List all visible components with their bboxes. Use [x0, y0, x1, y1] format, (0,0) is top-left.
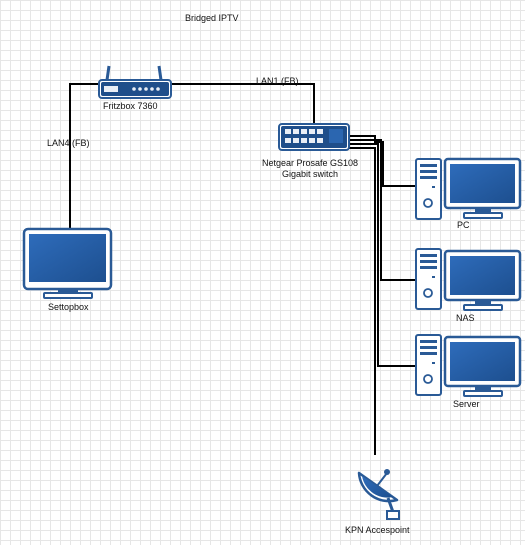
link-switch-pc [348, 135, 415, 187]
switch-icon[interactable] [278, 123, 350, 151]
router-label: Fritzbox 7360 [103, 101, 158, 111]
server-tower-icon[interactable] [415, 334, 442, 396]
link-switch-nas [348, 139, 415, 281]
pc-label: PC [457, 220, 470, 230]
nas-tower-icon[interactable] [415, 248, 442, 310]
link-switch-accesspoint [348, 147, 376, 455]
satellite-dish-icon[interactable] [357, 469, 400, 520]
settopbox-label: Settopbox [48, 302, 89, 312]
pc-monitor-icon[interactable] [443, 157, 522, 219]
server-monitor-icon[interactable] [443, 335, 522, 397]
link-lan4-label: LAN4 (FB) [47, 138, 90, 148]
router-icon[interactable] [98, 65, 172, 99]
link-switch-server [348, 143, 415, 367]
diagram-title: Bridged IPTV [185, 13, 239, 23]
switch-label-line-1: Netgear Prosafe GS108 [262, 158, 359, 168]
nas-label: NAS [456, 313, 475, 323]
link-lan1-label: LAN1 (FB) [256, 76, 299, 86]
link-router-switch [170, 83, 315, 124]
switch-label: Netgear Prosafe GS108 Gigabit switch [262, 158, 358, 180]
server-label: Server [453, 399, 480, 409]
settopbox-monitor-icon[interactable] [22, 227, 113, 299]
nas-monitor-icon[interactable] [443, 249, 522, 311]
pc-tower-icon[interactable] [415, 158, 442, 220]
link-router-settopbox [69, 83, 100, 230]
switch-label-line-2: Gigabit switch [282, 169, 339, 179]
accesspoint-label: KPN Accespoint [345, 525, 410, 535]
connections [69, 83, 415, 455]
